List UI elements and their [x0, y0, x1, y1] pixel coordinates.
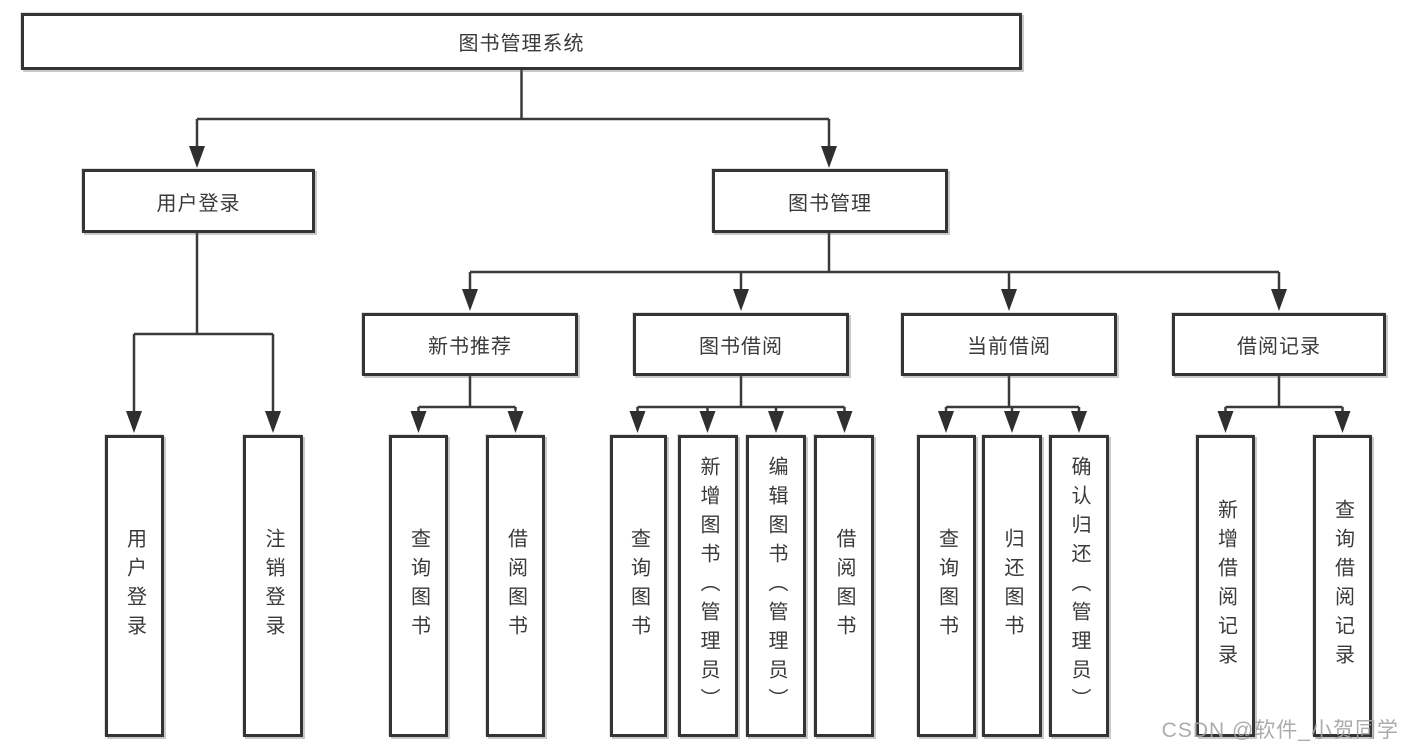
leaf-query-borrow-record: 查询借阅记录	[1313, 435, 1372, 737]
leaf-query-books-borrow: 查询图书	[610, 435, 667, 737]
leaf-label: 确认归还（管理员）	[1068, 455, 1090, 717]
leaf-borrow-books: 借阅图书	[814, 435, 874, 737]
node-root-system: 图书管理系统	[21, 13, 1022, 70]
node-book-management: 图书管理	[712, 169, 948, 233]
node-label: 图书管理系统	[458, 33, 585, 55]
leaf-label: 归还图书	[1001, 528, 1023, 644]
node-label: 用户登录	[156, 192, 241, 215]
leaf-label: 查询借阅记录	[1331, 499, 1354, 673]
leaf-label: 查询图书	[407, 528, 430, 644]
csdn-watermark: CSDN @软件_小贺同学	[1161, 719, 1399, 742]
leaf-query-books-recommend: 查询图书	[389, 435, 448, 737]
node-borrow-record: 借阅记录	[1172, 313, 1386, 376]
node-user-login: 用户登录	[82, 169, 315, 233]
leaf-add-borrow-record: 新增借阅记录	[1196, 435, 1255, 737]
leaf-label: 新增图书（管理员）	[697, 455, 719, 717]
leaf-label: 借阅图书	[504, 528, 527, 644]
leaf-label: 编辑图书（管理员）	[765, 455, 787, 717]
node-label: 借阅记录	[1237, 336, 1321, 358]
node-new-book-recommend: 新书推荐	[362, 313, 578, 376]
leaf-label: 查询图书	[627, 528, 650, 644]
leaf-edit-books-admin: 编辑图书（管理员）	[746, 435, 806, 737]
node-book-borrow: 图书借阅	[633, 313, 849, 376]
leaf-add-books-admin: 新增图书（管理员）	[678, 435, 738, 737]
leaf-label: 新增借阅记录	[1214, 499, 1237, 673]
leaf-logout: 注销登录	[243, 435, 303, 737]
leaf-confirm-return-admin: 确认归还（管理员）	[1049, 435, 1109, 737]
node-current-borrow: 当前借阅	[901, 313, 1117, 376]
arrowhead-icons	[126, 146, 1351, 433]
leaf-query-books-current: 查询图书	[917, 435, 976, 737]
leaf-label: 注销登录	[262, 528, 284, 644]
leaf-label: 用户登录	[123, 528, 146, 644]
node-label: 当前借阅	[967, 336, 1051, 358]
leaf-label: 借阅图书	[833, 528, 855, 644]
node-label: 新书推荐	[428, 336, 512, 358]
node-label: 图书借阅	[699, 336, 783, 358]
leaf-user-login: 用户登录	[105, 435, 164, 737]
leaf-return-books: 归还图书	[982, 435, 1042, 737]
leaf-label: 查询图书	[935, 528, 958, 644]
node-label: 图书管理	[788, 192, 872, 215]
leaf-borrow-books-recommend: 借阅图书	[486, 435, 545, 737]
